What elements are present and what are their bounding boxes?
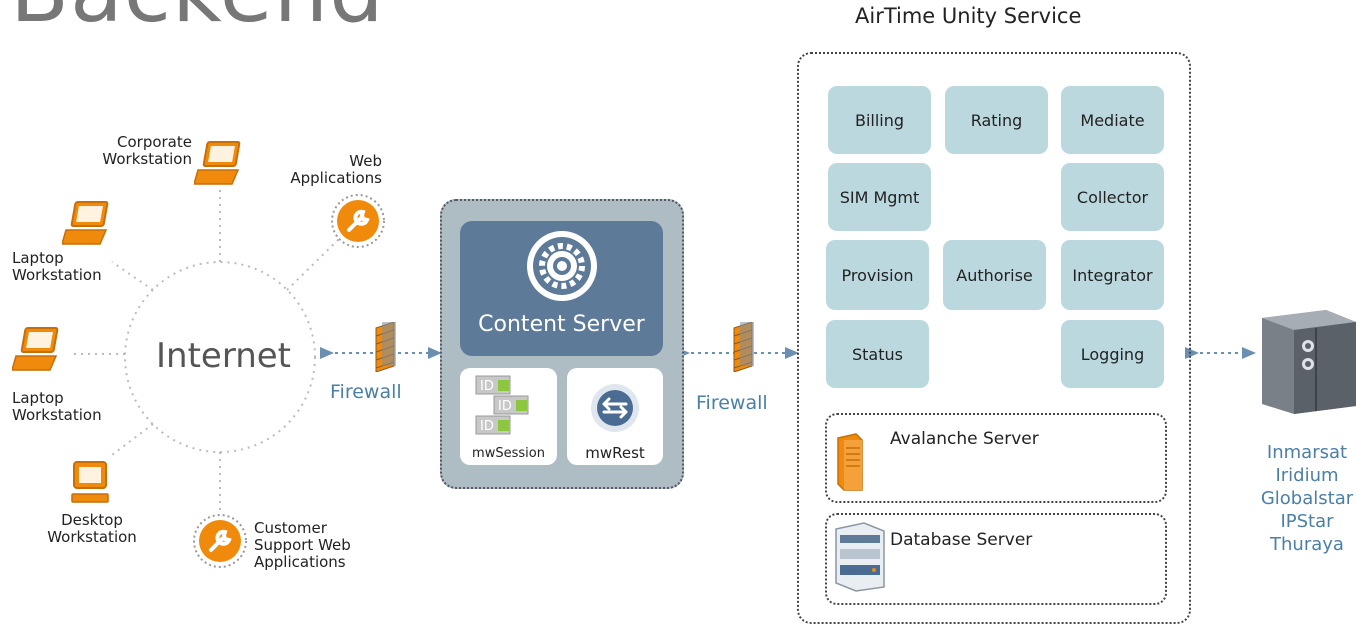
firewall-label: Firewall (330, 381, 402, 403)
database-server-box (825, 513, 1167, 605)
rating-tile: Rating (945, 86, 1048, 154)
mwsession-label: mwSession (472, 446, 545, 461)
laptop-workstation-label: Laptop Workstation (12, 389, 102, 424)
svg-text:ID: ID (480, 419, 494, 434)
satellite-provider: Globalstar (1260, 488, 1354, 509)
laptop-icon (62, 201, 109, 245)
avalanche-server-box (825, 413, 1167, 503)
integrator-tile: Integrator (1061, 240, 1164, 310)
firewall-label: Firewall (696, 392, 768, 414)
gear-icon (527, 231, 597, 301)
logging-tile: Logging (1061, 320, 1164, 388)
wrench-icon (331, 194, 385, 248)
status-tile: Status (826, 320, 929, 388)
satellite-provider: Iridium (1275, 465, 1339, 486)
swap-arrows-icon (591, 384, 639, 432)
web-applications-label: Web Applications (290, 152, 382, 187)
sim-mgmt-tile: SIM Mgmt (828, 163, 931, 231)
billing-tile: Billing (828, 86, 931, 154)
mwrest-label: mwRest (585, 444, 645, 462)
provision-tile: Provision (826, 240, 929, 310)
satellite-provider: IPStar (1280, 511, 1334, 532)
laptop-icon (12, 327, 59, 371)
firewall-icon (733, 322, 754, 372)
client-spokes (72, 190, 341, 515)
avalanche-server-label: Avalanche Server (890, 429, 1039, 449)
wrench-icon (193, 514, 247, 568)
mwsession-module: ID ID ID mwSession (460, 368, 557, 465)
gateway-server-icon (1262, 310, 1356, 414)
laptop-icon (194, 141, 241, 185)
svg-text:ID: ID (480, 379, 494, 394)
database-server-icon (835, 522, 885, 592)
customer-support-label: Customer Support Web Applications (254, 519, 351, 571)
database-server-label: Database Server (890, 530, 1033, 550)
content-server-title: Content Server (478, 312, 645, 337)
mwrest-module: mwRest (567, 368, 663, 465)
session-id-icon: ID ID ID (475, 375, 529, 435)
satellite-provider: Thuraya (1270, 534, 1344, 555)
page-title: Backend (10, 0, 385, 42)
internet-label: Internet (156, 336, 292, 376)
mediate-tile: Mediate (1061, 86, 1164, 154)
collector-tile: Collector (1061, 163, 1164, 231)
firewall-icon (375, 322, 396, 372)
desktop-workstation-label: Desktop Workstation (47, 511, 137, 546)
authorise-tile: Authorise (943, 240, 1046, 310)
svg-text:ID: ID (498, 399, 512, 414)
desktop-icon (71, 461, 109, 503)
satellite-provider-list: Inmarsat Iridium Globalstar IPStar Thura… (1252, 441, 1356, 556)
satellite-provider: Inmarsat (1266, 442, 1348, 463)
laptop-workstation-label: Laptop Workstation (12, 249, 102, 284)
corporate-workstation-label: Corporate Workstation (102, 133, 192, 168)
server-tower-icon (837, 433, 863, 491)
service-title: AirTime Unity Service (855, 4, 1082, 28)
